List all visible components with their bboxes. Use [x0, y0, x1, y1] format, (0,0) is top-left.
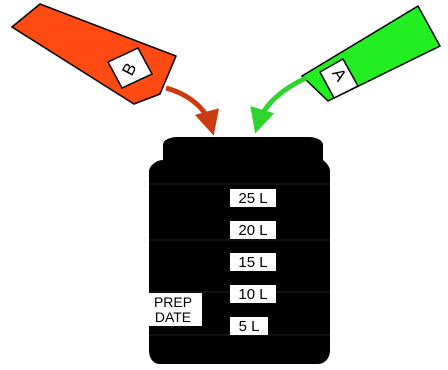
volume-mark-5: 5 L [239, 318, 260, 335]
pour-arrow-a [258, 78, 306, 124]
bottle-b-body [12, 4, 176, 104]
prep-date-line-1: PREP [154, 294, 192, 310]
volume-mark-20: 20 L [238, 222, 267, 239]
prep-date-line-2: DATE [155, 309, 191, 325]
bottle-a: A [302, 6, 440, 101]
prep-date-label: PREP DATE [145, 293, 202, 326]
bottle-a-body [302, 6, 440, 101]
container: 25 L 20 L 15 L 10 L 5 L PREP DATE [145, 137, 330, 364]
volume-mark-15: 15 L [238, 254, 267, 271]
bottle-b: B [12, 4, 176, 104]
volume-mark-10: 10 L [238, 286, 267, 303]
pour-arrow-b [166, 88, 211, 126]
volume-mark-25: 25 L [238, 190, 267, 207]
container-neck [169, 137, 316, 160]
